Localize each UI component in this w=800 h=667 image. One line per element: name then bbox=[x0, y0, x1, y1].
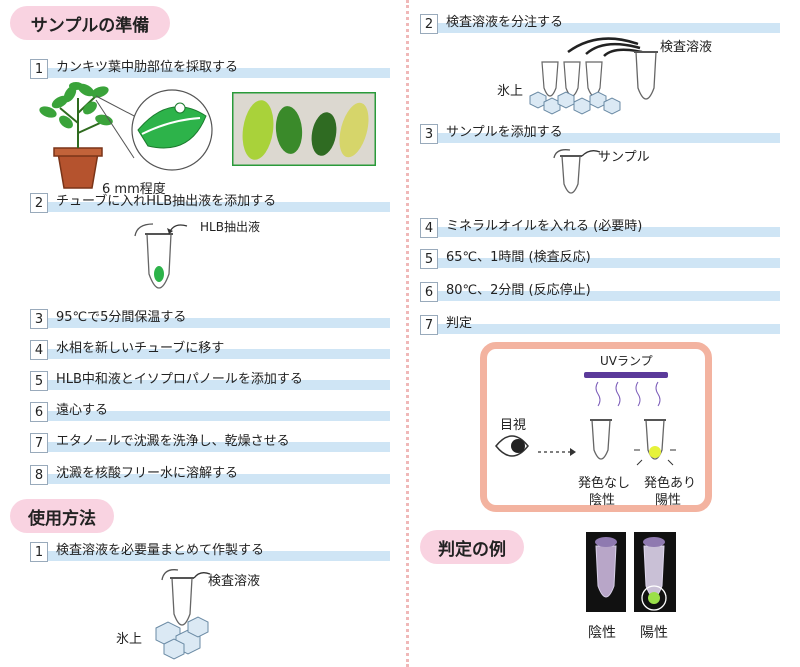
step-text: カンキツ葉中肋部位を採取する bbox=[56, 60, 239, 75]
positive-label: 陽性 bbox=[655, 493, 682, 508]
section-title: 使用方法 bbox=[28, 508, 96, 529]
test-solution-label-2: 検査溶液 bbox=[660, 40, 713, 55]
section-example: 判定の例 bbox=[420, 530, 524, 564]
prep-step-8: 8 沈澱を核酸フリー水に溶解する bbox=[30, 465, 390, 485]
usage-step-1: 1 検査溶液を必要量まとめて作製する bbox=[30, 542, 390, 562]
step-text: 検査溶液を必要量まとめて作製する bbox=[56, 543, 265, 558]
step-text: 65℃、1時間 (検査反応) bbox=[446, 250, 591, 265]
usage-step-3: 3 サンプルを添加する bbox=[420, 124, 780, 144]
example-positive-label: 陽性 bbox=[640, 625, 668, 641]
step-text: 判定 bbox=[446, 316, 473, 331]
section-usage: 使用方法 bbox=[10, 499, 114, 533]
citrus-plant-illustration bbox=[39, 82, 213, 189]
sample-tube bbox=[553, 149, 601, 194]
example-negative-label: 陰性 bbox=[588, 625, 616, 641]
on-ice-label-2: 氷上 bbox=[497, 84, 524, 99]
size-label: 6 mm程度 bbox=[102, 182, 166, 197]
section-sample-prep: サンプルの準備 bbox=[10, 6, 170, 40]
step-text: HLB中和液とイソプロパノールを添加する bbox=[56, 372, 303, 387]
usage-step-7: 7 判定 bbox=[420, 315, 780, 335]
uv-lamp-label: UVランプ bbox=[600, 354, 653, 368]
sample-label: サンプル bbox=[598, 150, 650, 165]
visual-label: 目視 bbox=[500, 418, 527, 433]
leaf-photo bbox=[232, 92, 376, 166]
usage-step-2: 2 検査溶液を分注する bbox=[420, 14, 780, 34]
column-divider bbox=[406, 0, 409, 667]
dispensing-illustration bbox=[529, 37, 658, 115]
example-photo bbox=[586, 532, 676, 612]
prep-step-7: 7 エタノールで沈澱を洗浄し、乾燥させる bbox=[30, 433, 390, 453]
section-title: サンプルの準備 bbox=[30, 15, 150, 36]
prep-step-6: 6 遠心する bbox=[30, 402, 390, 422]
prep-step-1: 1 カンキツ葉中肋部位を採取する bbox=[30, 59, 390, 79]
section-title: 判定の例 bbox=[438, 539, 506, 560]
step-text: 遠心する bbox=[56, 403, 109, 418]
no-color-label: 発色なし bbox=[578, 476, 631, 491]
step-text: 検査溶液を分注する bbox=[446, 15, 564, 30]
usage-step-5: 5 65℃、1時間 (検査反応) bbox=[420, 249, 780, 269]
prep-step-4: 4 水相を新しいチューブに移す bbox=[30, 340, 390, 360]
on-ice-label: 氷上 bbox=[116, 632, 143, 647]
step-text: ミネラルオイルを入れる (必要時) bbox=[446, 219, 643, 234]
prep-step-3: 3 95℃で5分間保温する bbox=[30, 309, 390, 329]
tube-on-ice bbox=[155, 569, 211, 660]
step-text: チューブに入れHLB抽出液を添加する bbox=[56, 194, 277, 209]
usage-step-6: 6 80℃、2分間 (反応停止) bbox=[420, 282, 780, 302]
prep-step-5: 5 HLB中和液とイソプロパノールを添加する bbox=[30, 371, 390, 391]
negative-label: 陰性 bbox=[589, 493, 616, 508]
step-text: 水相を新しいチューブに移す bbox=[56, 341, 225, 356]
step-text: サンプルを添加する bbox=[446, 125, 563, 140]
tube-with-sample bbox=[134, 223, 188, 289]
judgement-illustration bbox=[495, 372, 676, 466]
test-solution-label: 検査溶液 bbox=[208, 574, 261, 589]
prep-step-2: 2 チューブに入れHLB抽出液を添加する bbox=[30, 193, 390, 213]
step-text: 95℃で5分間保温する bbox=[56, 310, 187, 325]
step-text: エタノールで沈澱を洗浄し、乾燥させる bbox=[56, 434, 290, 449]
usage-step-4: 4 ミネラルオイルを入れる (必要時) bbox=[420, 218, 780, 238]
step-text: 80℃、2分間 (反応停止) bbox=[446, 283, 591, 298]
hlb-extract-label: HLB抽出液 bbox=[200, 220, 260, 234]
step-text: 沈澱を核酸フリー水に溶解する bbox=[56, 466, 239, 481]
color-label: 発色あり bbox=[644, 476, 697, 491]
